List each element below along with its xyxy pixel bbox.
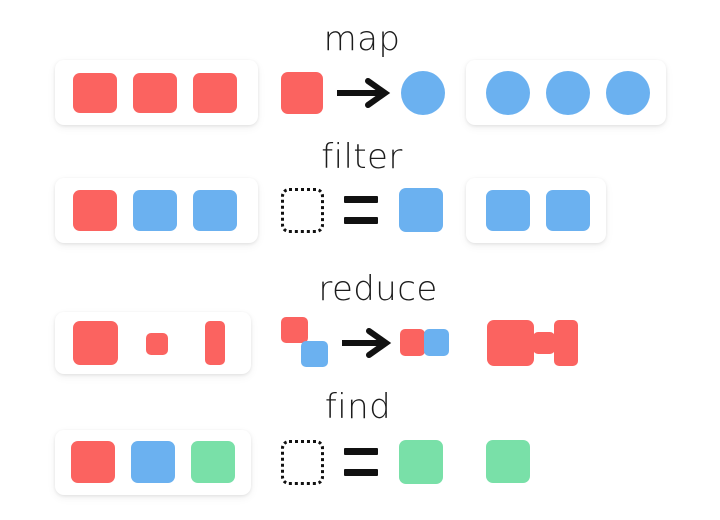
predicate-placeholder-filter [281, 188, 324, 233]
row-label-find: find [324, 387, 392, 427]
output-item-reduce-2 [533, 332, 555, 354]
equals-sign-find [344, 448, 378, 476]
output-item-map-1 [486, 71, 530, 115]
input-item-find-3 [191, 441, 235, 483]
accumulator-input-b-reduce [301, 341, 328, 367]
equals-sign-filter [344, 196, 378, 224]
input-item-find-2 [131, 441, 175, 483]
output-item-filter-1 [486, 190, 530, 231]
input-item-map-2 [133, 73, 177, 113]
operation-arrow-reduce [342, 328, 392, 358]
accumulator-input-a-reduce [281, 317, 308, 343]
accumulator-result-a-reduce [400, 329, 425, 356]
input-item-reduce-3 [205, 321, 225, 365]
row-label-filter: filter [321, 137, 403, 177]
output-item-find-1 [486, 440, 530, 483]
output-item-reduce-3 [554, 320, 578, 366]
operation-arrow-map [337, 78, 391, 108]
operation-target-map [401, 71, 445, 115]
input-item-filter-2 [133, 190, 177, 231]
input-item-reduce-1 [73, 321, 118, 365]
input-item-filter-3 [193, 190, 237, 231]
equals-bar-bottom [344, 217, 378, 224]
row-label-reduce: reduce [318, 269, 438, 309]
input-item-find-1 [71, 441, 115, 483]
output-item-map-3 [606, 71, 650, 115]
output-item-map-2 [546, 71, 590, 115]
output-item-filter-2 [546, 190, 590, 231]
equals-bar-top [344, 448, 378, 455]
operation-source-map [281, 72, 323, 114]
input-item-reduce-2 [146, 333, 168, 355]
predicate-match-filter [399, 188, 443, 232]
input-item-filter-1 [73, 190, 117, 231]
output-item-reduce-1 [487, 320, 534, 366]
accumulator-result-b-reduce [424, 329, 449, 356]
predicate-placeholder-find [281, 440, 324, 485]
equals-bar-bottom [344, 469, 378, 476]
input-item-map-1 [73, 73, 117, 113]
input-item-map-3 [193, 73, 237, 113]
predicate-match-find [399, 440, 443, 484]
equals-bar-top [344, 196, 378, 203]
row-label-map: map [323, 19, 401, 59]
